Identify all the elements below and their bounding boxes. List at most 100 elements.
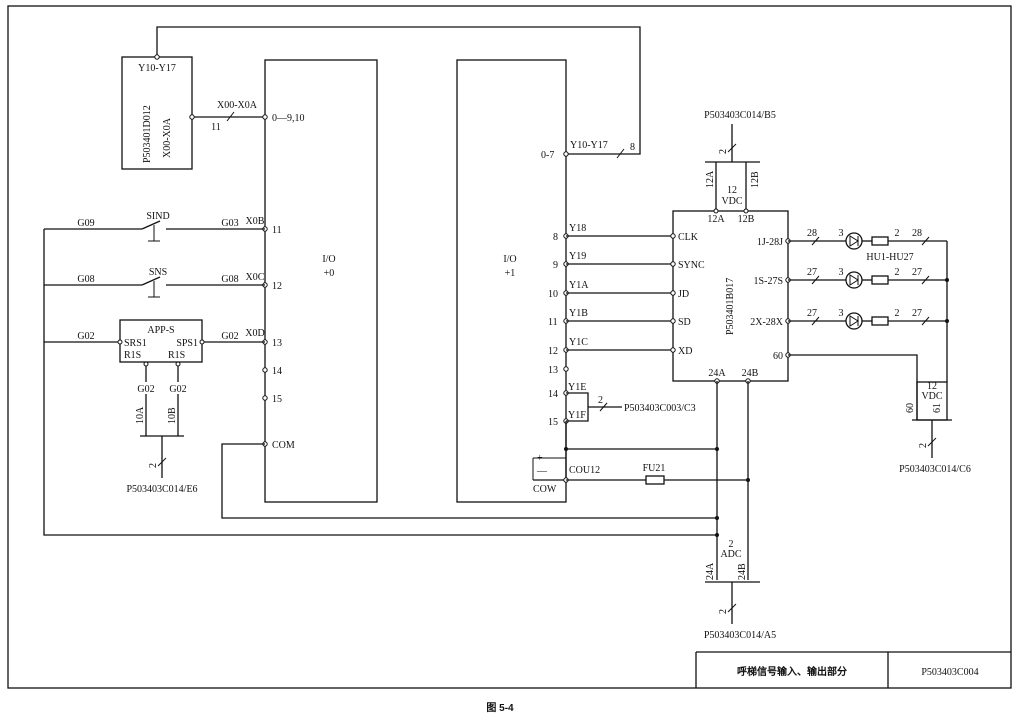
io-module-0: I/O +0 0—9,10 11 12 13 14 15 COM [221, 59, 717, 519]
sind-x-label: X0B [246, 216, 265, 227]
sns-right-wire: G08 [221, 274, 238, 285]
supply-bottom-w24a: 24A [705, 562, 716, 580]
app-x-label: X0D [245, 328, 264, 339]
supply-top-w12b: 12B [750, 171, 761, 188]
led1-wire-b: 3 [839, 228, 844, 239]
c003-count: 2 [598, 395, 603, 406]
sns-left-wire: G08 [77, 274, 94, 285]
led2-wire-d: 27 [912, 267, 922, 278]
io0-pin-12: 12 [272, 281, 282, 292]
led3-wire-a: 27 [807, 308, 817, 319]
supply-right-ref: P503403C014/C6 [899, 464, 971, 475]
driver-module: CLK SYNC JD SD XD P503401B017 1J-28J 1S-… [670, 210, 791, 384]
led3-wire-b: 3 [839, 308, 844, 319]
driver-in-xd: XD [678, 346, 692, 357]
app-g02-right: G02 [169, 384, 186, 395]
io1-pin-12: 12 [548, 346, 558, 357]
left-common-rail [43, 229, 717, 536]
supply-right-w61: 61 [932, 403, 943, 413]
supply-top-count: 2 [718, 149, 729, 154]
io0-pin-14: 14 [272, 366, 282, 377]
driver-in-sync: SYNC [678, 260, 705, 271]
module-d012-name: P503401D012 [142, 105, 153, 163]
app-s-label: APP-S [147, 325, 174, 336]
io1-pin-15: 15 [548, 417, 558, 428]
driver-out-1s: 1S-27S [754, 276, 783, 287]
cap-plus: + [537, 453, 543, 464]
driver-out-1j: 1J-28J [757, 237, 783, 248]
led1-wire-a: 28 [807, 228, 817, 239]
driver-out-2x: 2X-28X [750, 317, 784, 328]
input-app-s: APP-S SRS1 SPS1 R1S R1S G02 G02 X0D G02 … [44, 319, 265, 495]
supply-top-vdc-num: 12 [727, 185, 737, 196]
supply-top-ref: P503403C014/B5 [704, 110, 776, 121]
led3-wire-d: 27 [912, 308, 922, 319]
supply-right-count: 2 [918, 443, 929, 448]
io1-pin-14: 14 [548, 389, 558, 400]
supply-right-vdc: VDC [921, 391, 942, 402]
io-module-1-sub: +1 [505, 268, 516, 279]
app-srs1: SRS1 [124, 338, 147, 349]
sind-left-wire: G09 [77, 218, 94, 229]
signal-y1b: Y1B [569, 308, 588, 319]
module-d012-top-label: Y10-Y17 [138, 63, 176, 74]
led-group-label: HU1-HU27 [866, 252, 913, 263]
app-r1s-left: R1S [124, 350, 141, 361]
supply-bottom-adc: ADC [720, 549, 741, 560]
signal-y1c: Y1C [569, 337, 588, 348]
led1-wire-c: 2 [895, 228, 900, 239]
sind-label: SIND [146, 211, 169, 222]
c003-ref: P503403C003/C3 [624, 403, 696, 414]
sns-label: SNS [149, 267, 167, 278]
led2-wire-a: 27 [807, 267, 817, 278]
supply-top-vdc: VDC [721, 196, 742, 207]
supply-right: 12 VDC 60 61 2 P503403C014/C6 [788, 354, 971, 475]
led1-wire-d: 28 [912, 228, 922, 239]
title-block: 呼梯信号输入、输出部分 P503403C004 [695, 651, 1011, 688]
supply-top: P503403C014/B5 2 12A 12B 12 VDC [704, 110, 776, 214]
io1-pin-9: 9 [553, 260, 558, 271]
io1-pin-13: 13 [548, 365, 558, 376]
supply-top-w12a: 12A [705, 170, 716, 188]
driver-name: P503401B017 [725, 278, 736, 335]
io0-pin-0-9: 0—9,10 [272, 113, 305, 124]
signal-y1f: Y1F [568, 410, 586, 421]
supply-bottom-w24b: 24B [737, 563, 748, 580]
supply-bottom-count: 2 [718, 609, 729, 614]
app-sps1: SPS1 [176, 338, 198, 349]
io0-pin-13: 13 [272, 338, 282, 349]
signal-y1e: Y1E [568, 382, 586, 393]
app-count: 2 [148, 463, 159, 468]
led2-wire-c: 2 [895, 267, 900, 278]
supply-right-vdc-num: 12 [927, 381, 937, 392]
bus-in-count: 11 [211, 122, 221, 133]
cou12-label: COU12 [569, 465, 600, 476]
supply-bottom-adc-num: 2 [729, 539, 734, 550]
input-sind: SIND G09 G03 X0B [44, 211, 265, 242]
cow-label: COW [533, 484, 557, 495]
led3-wire-c: 2 [895, 308, 900, 319]
signal-y18: Y18 [569, 223, 586, 234]
figure-caption: 图 5-4 [486, 702, 514, 714]
module-d012: Y10-Y17 P503401D012 X00-X0A X00-X0A 11 [121, 26, 641, 170]
bus-in-label: X00-X0A [217, 100, 258, 111]
driver-in-sd: SD [678, 317, 691, 328]
driver-top-12b: 12B [738, 214, 755, 225]
sheet-border [7, 5, 1012, 689]
driver-top-12a: 12A [707, 214, 725, 225]
io-module-0-name: I/O [322, 254, 335, 265]
io-module-0-sub: +0 [324, 268, 335, 279]
io0-pin-11: 11 [272, 225, 282, 236]
io1-pin-10: 10 [548, 289, 558, 300]
sns-x-label: X0C [246, 272, 265, 283]
app-g02-left: G02 [137, 384, 154, 395]
driver-pin-60: 60 [773, 351, 783, 362]
driver-bottom-24b: 24B [742, 368, 759, 379]
app-wire-10b: 10B [167, 407, 178, 424]
signal-y19: Y19 [569, 251, 586, 262]
io0-pin-com: COM [272, 440, 295, 451]
io1-pin-8: 8 [553, 232, 558, 243]
signal-y1a: Y1A [569, 280, 589, 291]
supply-bottom-ref: P503403C014/A5 [704, 630, 776, 641]
